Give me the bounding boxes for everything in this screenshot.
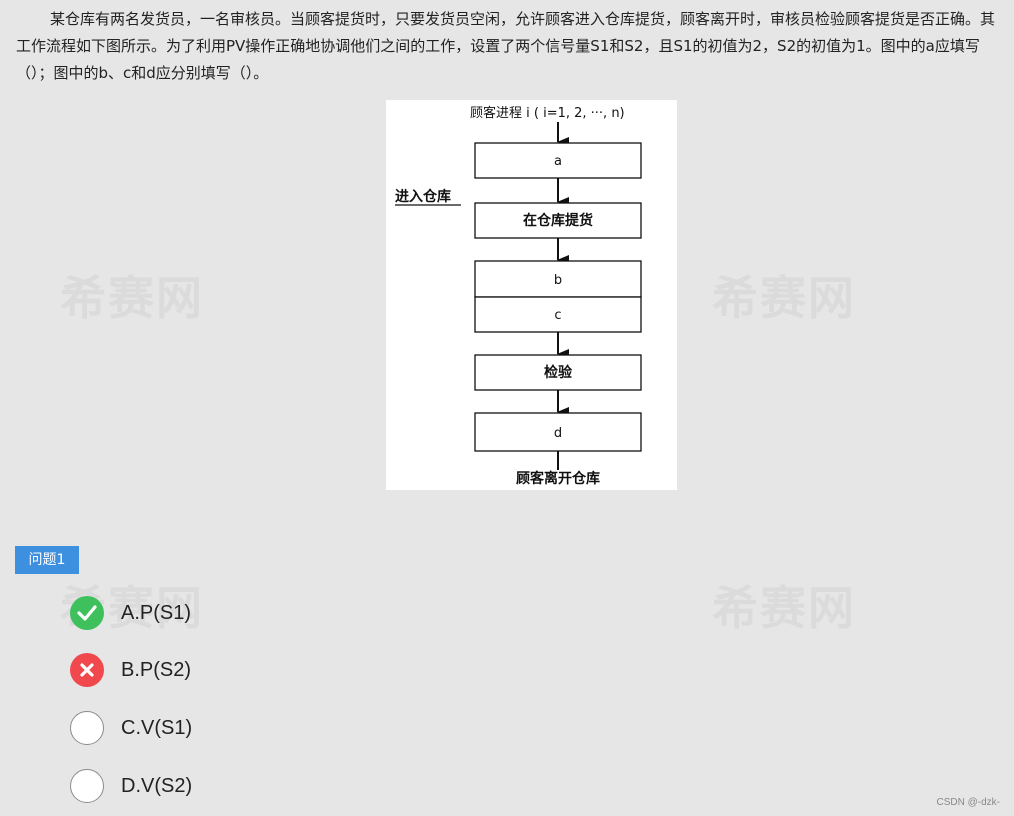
option-label: A.P(S1) bbox=[121, 601, 192, 624]
flow-box-pickup-label: 在仓库提货 bbox=[523, 212, 593, 229]
option-a[interactable]: A.P(S1) bbox=[70, 595, 191, 631]
flow-box-a-label: a bbox=[554, 154, 562, 169]
flowchart-svg: 顾客进程 i ( i=1, 2, ···, n) a 进入仓库 在仓库提货 b … bbox=[395, 105, 642, 487]
csdn-credit: CSDN @-dzk- bbox=[936, 797, 1001, 808]
watermark: 希赛网 bbox=[60, 262, 204, 328]
flow-top-label: 顾客进程 i ( i=1, 2, ···, n) bbox=[470, 105, 625, 121]
question-text: 某仓库有两名发货员，一名审核员。当顾客提货时，只要发货员空闲，允许顾客进入仓库提… bbox=[16, 10, 996, 82]
flow-box-c bbox=[474, 296, 642, 333]
option-label: D.V(S2) bbox=[121, 774, 193, 797]
radio-empty-icon bbox=[70, 711, 104, 745]
flow-box-d-label: d bbox=[554, 426, 562, 441]
watermark-logo: 希赛网 bbox=[60, 271, 204, 325]
flow-box-check bbox=[474, 354, 642, 391]
watermark-logo: 希赛网 bbox=[712, 271, 856, 325]
flow-box-d bbox=[474, 412, 642, 452]
option-label: C.V(S1) bbox=[121, 716, 193, 739]
flow-box-pickup bbox=[474, 202, 642, 239]
watermark-logo: 希赛网 bbox=[712, 581, 856, 635]
flow-side-label: 进入仓库 bbox=[395, 188, 451, 205]
cross-icon bbox=[70, 653, 104, 687]
option-d[interactable]: D.V(S2) bbox=[70, 768, 192, 804]
radio-empty-icon bbox=[70, 769, 104, 803]
flow-box-b-label: b bbox=[554, 273, 562, 288]
question-tab[interactable]: 问题1 bbox=[15, 546, 79, 574]
flow-box-a bbox=[474, 142, 642, 179]
flow-box-c-label: c bbox=[554, 308, 561, 323]
watermark: 希赛网 bbox=[712, 262, 856, 328]
check-icon bbox=[70, 596, 104, 630]
flow-bottom-label: 顾客离开仓库 bbox=[516, 470, 600, 487]
option-c[interactable]: C.V(S1) bbox=[70, 710, 192, 746]
option-b[interactable]: B.P(S2) bbox=[70, 652, 191, 688]
watermark: 希赛网 bbox=[712, 572, 856, 638]
flowchart-figure: 顾客进程 i ( i=1, 2, ···, n) a 进入仓库 在仓库提货 b … bbox=[386, 100, 677, 490]
flow-box-check-label: 检验 bbox=[544, 364, 573, 381]
option-label: B.P(S2) bbox=[121, 658, 192, 681]
